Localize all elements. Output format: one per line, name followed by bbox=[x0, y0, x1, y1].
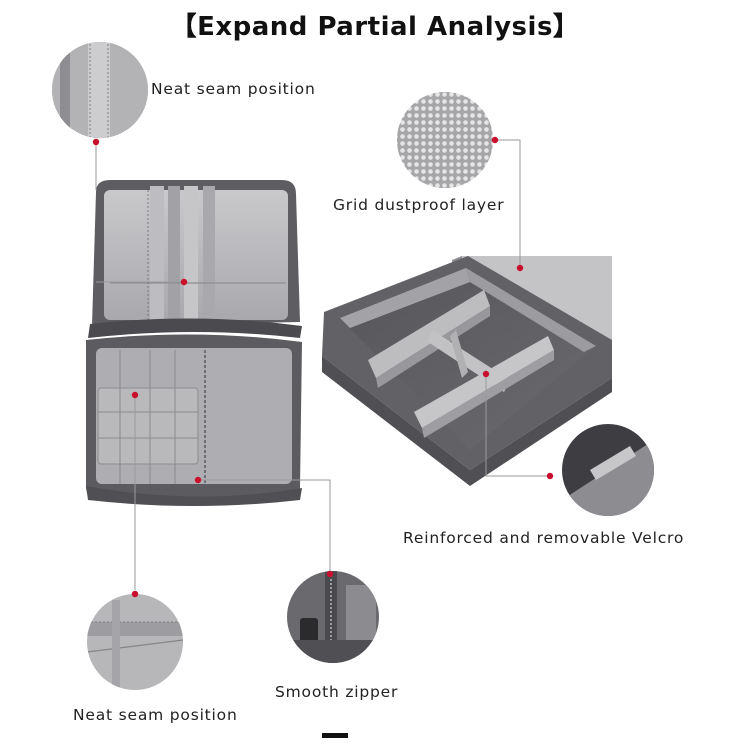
label-grid-layer: Grid dustproof layer bbox=[333, 196, 505, 214]
carousel-indicator bbox=[322, 733, 348, 738]
left-bag bbox=[86, 180, 302, 506]
page-title: 【Expand Partial Analysis】 bbox=[170, 12, 580, 42]
label-velcro: Reinforced and removable Velcro bbox=[403, 529, 685, 547]
callout-lines bbox=[95, 139, 550, 590]
right-bag bbox=[322, 256, 612, 486]
zipper-detail-image bbox=[287, 571, 379, 663]
velcro-detail-image bbox=[562, 424, 654, 516]
label-seam-top: Neat seam position bbox=[151, 80, 316, 98]
seam-detail-bottom-image bbox=[87, 594, 183, 690]
label-seam-bottom: Neat seam position bbox=[73, 706, 238, 724]
mesh-detail-image bbox=[397, 92, 493, 188]
seam-detail-top-image bbox=[52, 42, 148, 138]
label-zipper: Smooth zipper bbox=[275, 683, 399, 701]
callout-dots bbox=[92, 136, 554, 598]
